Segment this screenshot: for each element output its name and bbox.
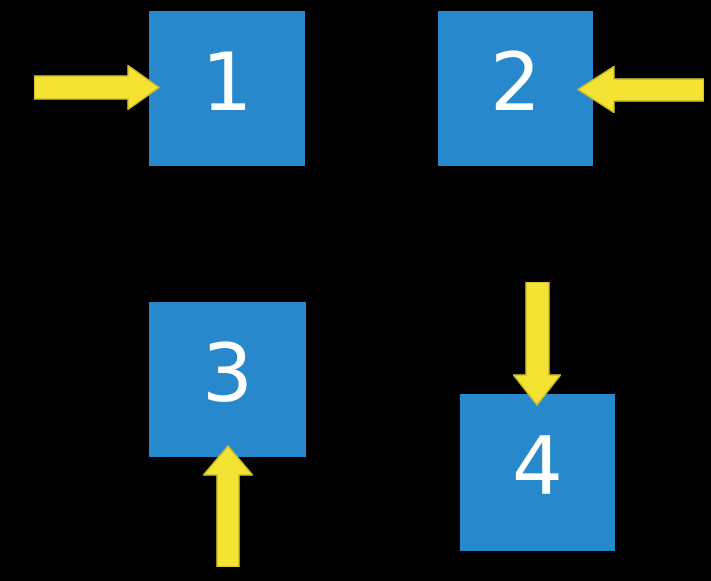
arrow-right-icon xyxy=(34,65,160,110)
square-3[interactable]: 3 xyxy=(149,302,306,457)
square-2-label: 2 xyxy=(490,35,541,129)
arrow-up-icon xyxy=(203,445,253,567)
square-3-label: 3 xyxy=(202,326,253,420)
square-4[interactable]: 4 xyxy=(460,394,615,551)
arrow-up-shape xyxy=(203,445,253,567)
arrow-left-icon xyxy=(577,66,704,113)
square-2[interactable]: 2 xyxy=(438,11,593,166)
arrow-left-shape xyxy=(577,66,704,113)
arrow-right-shape xyxy=(34,65,160,110)
arrow-down-icon xyxy=(513,282,561,406)
square-4-label: 4 xyxy=(512,419,563,513)
arrow-down-shape xyxy=(513,282,561,406)
square-1[interactable]: 1 xyxy=(149,11,305,166)
square-1-label: 1 xyxy=(201,35,253,129)
